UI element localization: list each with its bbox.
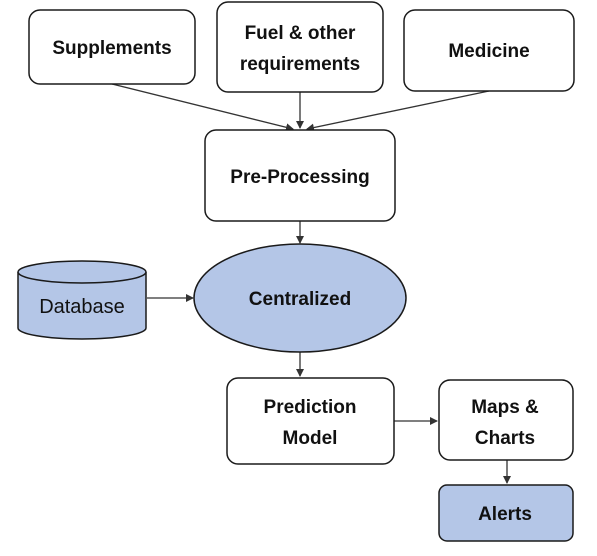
prediction-model-box xyxy=(226,377,395,465)
node-centralized: Centralized xyxy=(193,243,407,353)
supplements-label: Supplements xyxy=(52,38,171,59)
prediction-model-label-line2: Model xyxy=(283,428,338,449)
node-maps-charts: Maps & Charts xyxy=(438,379,574,461)
supplements-box xyxy=(28,9,196,85)
node-medicine: Medicine xyxy=(403,9,575,92)
alerts-label: Alerts xyxy=(478,504,532,525)
node-database: Database xyxy=(17,260,147,340)
centralized-label: Centralized xyxy=(249,289,351,310)
alerts-box xyxy=(438,484,574,542)
arrow-medicine-to-preprocessing xyxy=(306,90,490,132)
maps-charts-box xyxy=(438,379,574,461)
medicine-box xyxy=(403,9,575,92)
node-alerts: Alerts xyxy=(438,484,574,542)
fuel-requirements-label-line2: requirements xyxy=(240,54,360,75)
fuel-requirements-box xyxy=(216,1,384,93)
preprocessing-label: Pre-Processing xyxy=(230,167,369,188)
database-label: Database xyxy=(39,296,125,318)
node-supplements: Supplements xyxy=(28,9,196,85)
node-preprocessing: Pre-Processing xyxy=(204,129,396,222)
node-fuel-requirements: Fuel & other requirements xyxy=(216,1,384,93)
medicine-label: Medicine xyxy=(448,41,529,62)
fuel-requirements-label-line1: Fuel & other xyxy=(245,23,356,44)
database-cylinder-top xyxy=(17,260,147,284)
prediction-model-label-line1: Prediction xyxy=(264,397,357,418)
database-cylinder-body xyxy=(17,272,147,340)
connectors xyxy=(111,83,511,484)
node-prediction-model: Prediction Model xyxy=(226,377,395,465)
centralized-ellipse xyxy=(193,243,407,353)
maps-charts-label-line2: Charts xyxy=(475,428,535,449)
maps-charts-label-line1: Maps & xyxy=(471,397,539,418)
preprocessing-box xyxy=(204,129,396,222)
arrow-supplements-to-preprocessing xyxy=(111,83,294,132)
